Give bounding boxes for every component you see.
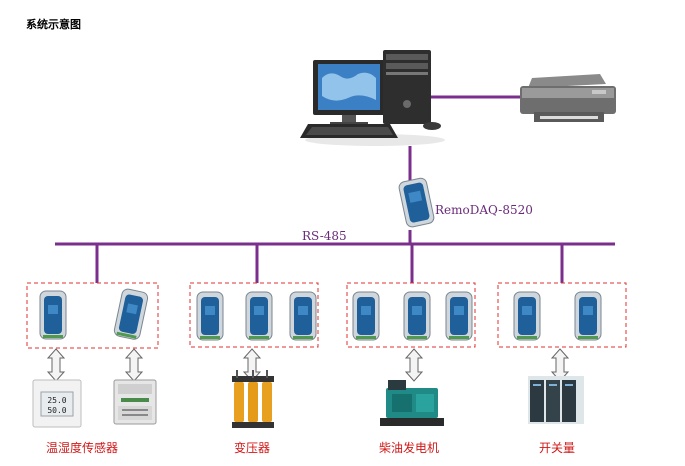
category-label-switch: 开关量 bbox=[539, 441, 576, 455]
group-box-transformer bbox=[189, 282, 319, 348]
sensor-module-2-icon bbox=[113, 288, 149, 340]
generator-module-1-icon bbox=[352, 291, 380, 341]
sensor-reading-line2: 50.0 bbox=[47, 406, 66, 415]
remodaq-8520-gateway-icon bbox=[398, 177, 435, 228]
sensor-reading-line1: 25.0 bbox=[47, 396, 66, 405]
double-arrow-sensor-1 bbox=[46, 348, 66, 382]
gateway-label: RemoDAQ-8520 bbox=[435, 203, 533, 217]
category-label-sensors: 温湿度传感器 bbox=[46, 441, 119, 455]
category-label-generator: 柴油发电机 bbox=[379, 441, 440, 455]
group-box-generator bbox=[346, 282, 476, 348]
double-arrow-generator bbox=[404, 348, 424, 382]
transformer-module-3-icon bbox=[289, 291, 317, 341]
diagram-title: 系统示意图 bbox=[26, 18, 81, 31]
bus-label: RS-485 bbox=[302, 229, 347, 243]
computer-icon bbox=[300, 50, 445, 146]
generator-module-2-icon bbox=[403, 291, 431, 341]
group-box-sensors bbox=[26, 282, 159, 349]
switch-module-2-icon bbox=[574, 291, 602, 341]
transformer-module-1-icon bbox=[196, 291, 224, 341]
switch-cabinet-icon bbox=[528, 376, 584, 424]
group-box-switch bbox=[497, 282, 627, 348]
double-arrow-sensor-2 bbox=[124, 348, 144, 382]
temperature-humidity-sensor-icon: 25.0 50.0 bbox=[32, 379, 82, 428]
sensor-module-1-icon bbox=[39, 290, 67, 340]
switch-module-1-icon bbox=[513, 291, 541, 341]
category-label-transformer: 变压器 bbox=[234, 441, 271, 455]
transformer-module-2-icon bbox=[245, 291, 273, 341]
diesel-generator-icon bbox=[380, 380, 444, 426]
transmitter-box-icon bbox=[113, 379, 157, 425]
transformer-icon bbox=[232, 370, 274, 428]
printer-icon bbox=[520, 74, 616, 122]
generator-module-3-icon bbox=[445, 291, 473, 341]
